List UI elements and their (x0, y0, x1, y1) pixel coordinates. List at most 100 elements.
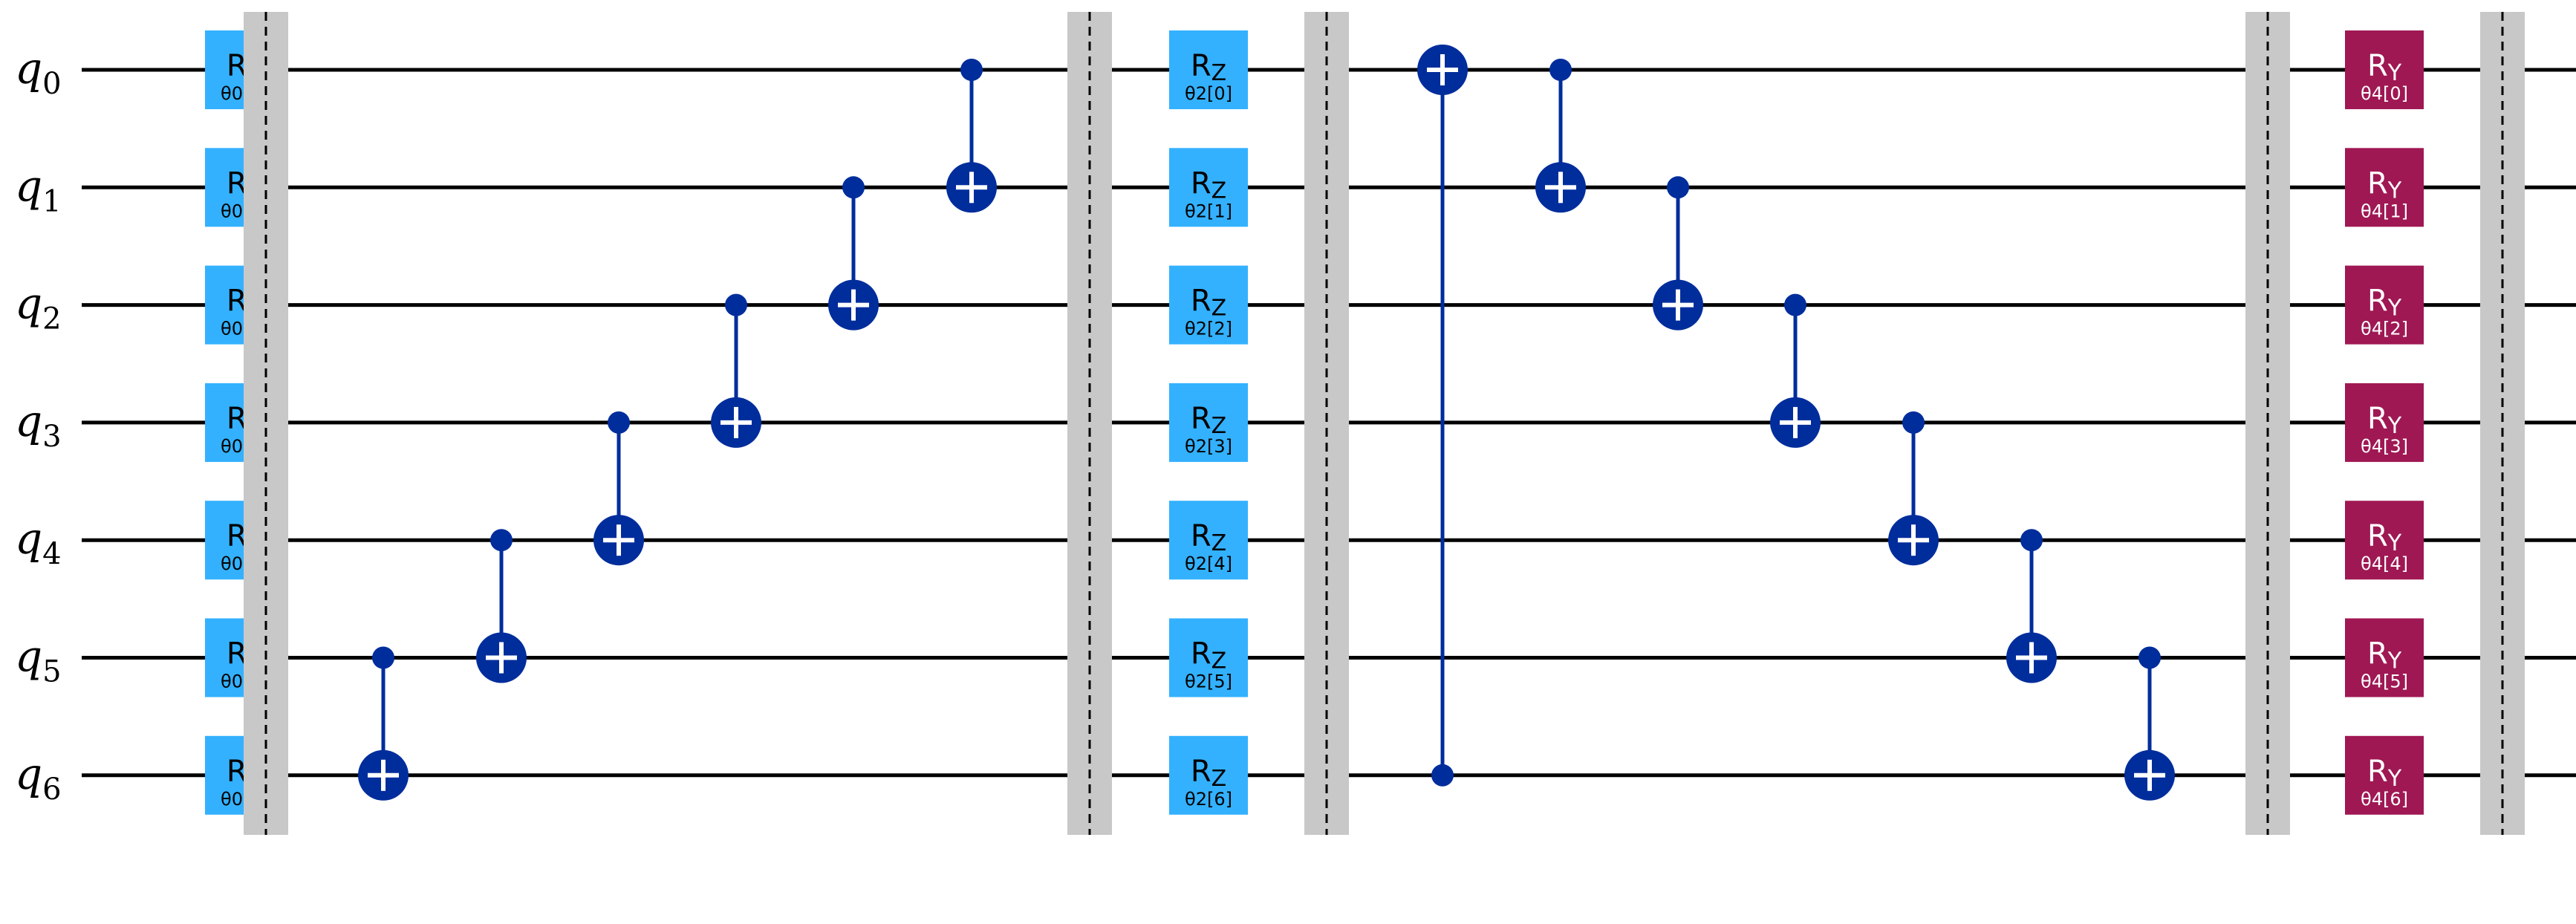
gate-letter: R (2367, 637, 2388, 671)
gate-parameter: θ4[3] (2361, 436, 2408, 457)
gate-box (2345, 618, 2424, 697)
cnot-gate (2006, 529, 2057, 683)
gate-axis: Z (1211, 178, 1227, 204)
gate-axis: Z (1211, 413, 1227, 439)
gate-parameter: θ2[6] (1185, 789, 1232, 810)
gate-box (1169, 265, 1248, 345)
gate-axis: Z (1211, 648, 1227, 674)
cnot-target (2006, 632, 2057, 683)
gate-letter: R (1191, 166, 1211, 201)
barrier (1304, 12, 1349, 835)
gate-label: RY (2367, 402, 2402, 439)
cnot-control-dot (2020, 529, 2043, 552)
cnot-target (593, 515, 644, 566)
cnot-control-dot (960, 59, 983, 81)
gate-letter: R (227, 166, 247, 201)
gate-parameter: θ4[2] (2361, 319, 2408, 339)
gate-letter: R (227, 519, 247, 553)
gate-letter: R (1191, 519, 1211, 553)
gate-parameter: θ4[0] (2361, 83, 2408, 104)
gate-parameter: θ4[6] (2361, 789, 2408, 810)
gate-parameter: θ2[3] (1185, 436, 1232, 457)
qubit-label: q6 (15, 749, 62, 807)
gate-parameter: θ4[4] (2361, 553, 2408, 574)
gate-axis: Y (2387, 648, 2402, 674)
gate-letter: R (2367, 402, 2388, 436)
qubit-label: q1 (15, 160, 62, 218)
qubit-label-name: q (15, 279, 42, 329)
qubit-label-index: 2 (42, 302, 61, 336)
gate-box (2345, 265, 2424, 345)
qubit-label-index: 4 (42, 537, 61, 571)
gate-parameter: θ2[4] (1185, 553, 1232, 574)
gate-label: RY (2367, 49, 2402, 86)
gate-letter: R (227, 755, 247, 789)
gate-letter: R (1191, 402, 1211, 436)
gate-axis: Y (2387, 178, 2402, 204)
cnot-control-dot (1667, 176, 1689, 199)
cnot-gate (1888, 411, 1939, 566)
gate-label: RY (2367, 284, 2402, 322)
gate-label: RY (2367, 755, 2402, 792)
cnot-gate (2124, 646, 2175, 801)
barrier (1067, 12, 1112, 835)
gate-axis: Y (2387, 530, 2402, 556)
gate-letter: R (1191, 49, 1211, 83)
gate-axis: Y (2387, 766, 2402, 792)
cnot-target (1535, 162, 1586, 213)
qubit-label: q4 (15, 513, 62, 571)
cnot-target (711, 397, 761, 448)
gate-box (2345, 383, 2424, 462)
cnot-target (1653, 279, 1703, 331)
gate-letter: R (2367, 519, 2388, 553)
gate-label: RZ (1191, 284, 1226, 322)
cnot-target (1417, 45, 1468, 95)
cnot-gate (1417, 45, 1468, 787)
qubit-label: q5 (15, 631, 62, 689)
qubit-label-index: 6 (42, 772, 61, 807)
gate-box (2345, 501, 2424, 580)
barrier (2480, 12, 2525, 835)
gate-label: RZ (1191, 519, 1226, 556)
gate-box (2345, 30, 2424, 109)
gate-axis: Z (1211, 60, 1227, 86)
qubit-label-index: 0 (42, 67, 61, 101)
gate-parameter: θ4[1] (2361, 201, 2408, 221)
gate-letter: R (227, 49, 247, 83)
gate-box (2345, 735, 2424, 815)
cnot-control-dot (1902, 411, 1925, 434)
gate-box (1169, 501, 1248, 580)
gate-parameter: θ2[2] (1185, 319, 1232, 339)
cnot-control-dot (725, 293, 747, 316)
qubit-label-name: q (15, 43, 42, 94)
gate-label: RZ (1191, 402, 1226, 439)
cnot-control-dot (842, 176, 865, 199)
qubit-label: q2 (15, 279, 62, 336)
circuit-operations: RZθ0[0]RZθ0[1]RZθ0[2]RZθ0[3]RZθ0[4]RZθ0[… (205, 12, 2525, 835)
gate-box (1169, 735, 1248, 815)
cnot-gate (1535, 59, 1586, 213)
barrier (2245, 12, 2290, 835)
gate-label: RY (2367, 166, 2402, 204)
qubit-label-name: q (15, 396, 42, 446)
gate-label: RZ (1191, 637, 1226, 674)
cnot-control-dot (608, 411, 630, 434)
gate-axis: Z (1211, 296, 1227, 322)
qubit-label-index: 3 (42, 420, 61, 454)
cnot-target (476, 632, 527, 683)
cnot-control-dot (490, 529, 513, 552)
cnot-gate (593, 411, 644, 566)
cnot-gate (711, 293, 761, 448)
gate-parameter: θ2[0] (1185, 83, 1232, 104)
gate-box (1169, 30, 1248, 109)
cnot-gate (946, 59, 997, 213)
